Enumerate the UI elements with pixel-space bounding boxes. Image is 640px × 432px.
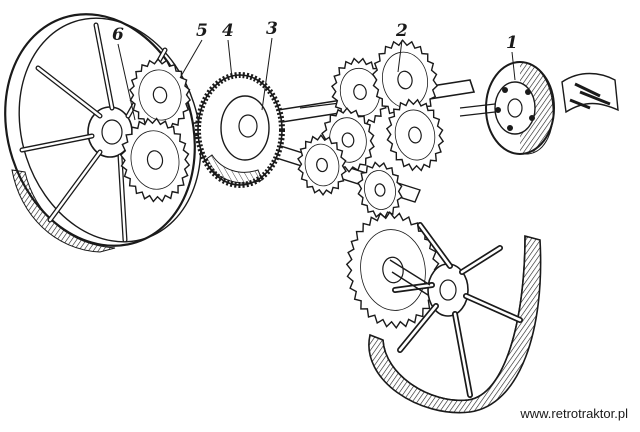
gear-3a bbox=[297, 133, 347, 197]
gear-2d bbox=[385, 98, 445, 172]
callout-label: 4 bbox=[222, 21, 234, 41]
callout-label: 6 bbox=[112, 25, 124, 45]
leader-lines bbox=[117, 37, 516, 121]
clutch-assembly-1 bbox=[459, 61, 619, 155]
gear-3b bbox=[357, 161, 403, 219]
bevel-gear-4 bbox=[195, 72, 285, 188]
callout-label: 1 bbox=[506, 33, 518, 53]
lower-drive-wheel bbox=[368, 222, 542, 414]
callout-labels: 1 2 3 4 5 6 bbox=[112, 19, 518, 53]
callout-label: 3 bbox=[266, 19, 278, 39]
gear-6 bbox=[119, 117, 191, 203]
callout-label: 2 bbox=[395, 21, 408, 41]
watermark: www.retrotraktor.pl bbox=[520, 406, 628, 421]
callout-label: 5 bbox=[196, 21, 208, 41]
